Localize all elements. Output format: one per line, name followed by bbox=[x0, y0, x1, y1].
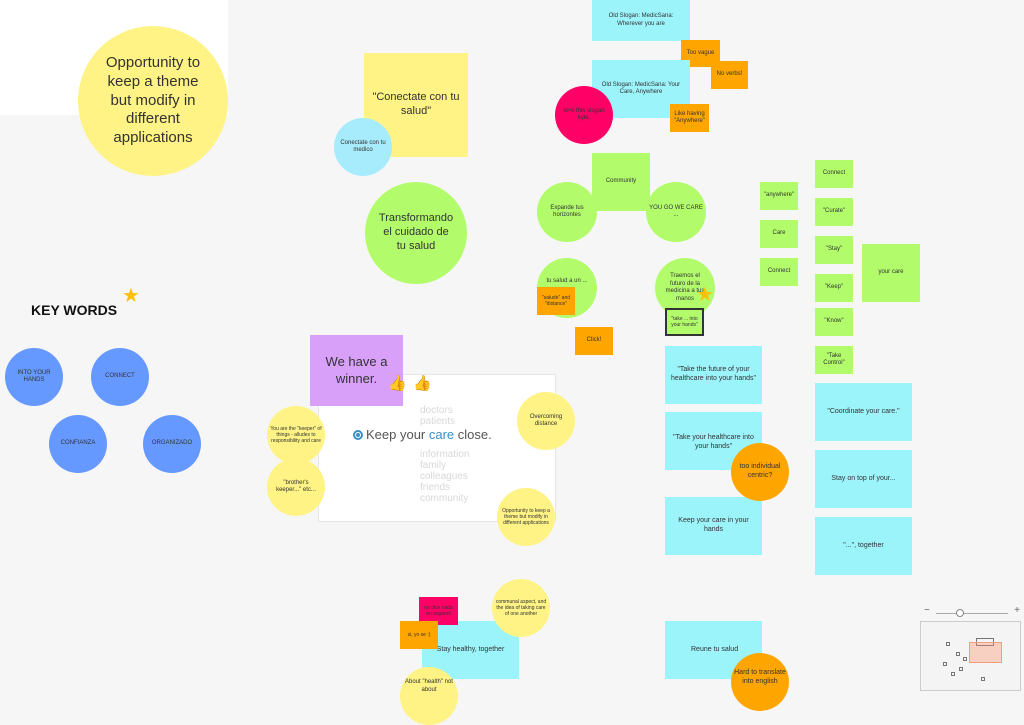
circle-note[interactable]: love this slogan kyle. bbox=[555, 86, 613, 144]
minimap[interactable] bbox=[920, 621, 1021, 691]
sticky-note[interactable]: Connect bbox=[760, 258, 798, 286]
word: family bbox=[420, 460, 447, 471]
sticky-note[interactable]: Care bbox=[760, 220, 798, 248]
circle-note[interactable]: Opportunity to keep a theme but modify i… bbox=[78, 26, 228, 176]
thumbs-up-icon: 👍 bbox=[413, 375, 432, 392]
word: community bbox=[420, 493, 469, 504]
word: information bbox=[420, 449, 470, 460]
key-words-heading: KEY WORDS bbox=[31, 302, 118, 318]
circle-note[interactable]: Opportunity to keep a theme but modify i… bbox=[497, 488, 555, 546]
keyword-circle[interactable]: INTO YOUR HANDS bbox=[5, 348, 63, 406]
circle-note[interactable]: too individual centric? bbox=[731, 443, 789, 501]
sticky-note[interactable]: Old Slogan: MedicSana: Wherever you are bbox=[592, 0, 690, 41]
sticky-note[interactable]: "Keep" bbox=[815, 274, 853, 302]
word: patients bbox=[420, 416, 456, 427]
zoom-out-button[interactable]: − bbox=[924, 605, 930, 616]
keyword-circle[interactable]: ORGANIZADO bbox=[143, 415, 201, 473]
sticky-note[interactable]: no dice nada en espanol bbox=[419, 597, 458, 625]
star-icon: ★ bbox=[696, 284, 714, 306]
sticky-note[interactable]: Stay on top of your... bbox=[815, 450, 912, 508]
word-list: doctors patients information family coll… bbox=[420, 405, 469, 504]
sticky-note[interactable]: "Curate" bbox=[815, 198, 853, 226]
slogan-text: Keep your care close. bbox=[353, 427, 492, 442]
sticky-note[interactable]: Like having "Anywhere" bbox=[670, 104, 709, 132]
word: colleagues bbox=[420, 471, 468, 482]
circle-note[interactable]: Expande tus horizontes bbox=[537, 182, 597, 242]
sticky-note[interactable]: "Coordinate your care." bbox=[815, 383, 912, 441]
word: friends bbox=[420, 482, 451, 493]
target-icon bbox=[353, 429, 363, 440]
thumbs-up-icon: 👍 bbox=[388, 375, 407, 392]
sticky-note[interactable]: Connect bbox=[815, 160, 853, 188]
zoom-slider-handle[interactable] bbox=[956, 609, 964, 617]
keyword-circle[interactable]: CONNECT bbox=[91, 348, 149, 406]
circle-note[interactable]: YOU GO WE CARE ... bbox=[646, 182, 706, 242]
circle-note[interactable]: Hard to translate into english bbox=[731, 653, 789, 711]
minimap-viewport[interactable] bbox=[969, 642, 1002, 663]
circle-note[interactable]: communal aspect, and the idea of taking … bbox=[492, 579, 550, 637]
keyword-circle[interactable]: CONFIANZA bbox=[49, 415, 107, 473]
sticky-note[interactable]: "Take the future of your healthcare into… bbox=[665, 346, 762, 404]
zoom-in-button[interactable]: + bbox=[1014, 605, 1020, 616]
sticky-note[interactable]: "...", together bbox=[815, 517, 912, 575]
sticky-note[interactable]: "Know" bbox=[815, 308, 853, 336]
circle-note[interactable]: About "health" not about bbox=[400, 667, 458, 725]
sticky-note[interactable]: "salude" and "distance" bbox=[537, 287, 575, 315]
sticky-note[interactable]: Click! bbox=[575, 327, 613, 355]
word: doctors bbox=[420, 405, 453, 416]
circle-note[interactable]: Transformando el cuidado de tu salud bbox=[365, 182, 467, 284]
circle-note[interactable]: "brother's keeper..." etc... bbox=[267, 458, 325, 516]
sticky-note[interactable]: No verbs! bbox=[711, 61, 748, 89]
star-icon: ★ bbox=[122, 285, 140, 307]
sticky-note[interactable]: si, yo se :) bbox=[400, 621, 438, 649]
circle-note[interactable]: Conectate con tu medico bbox=[334, 118, 392, 176]
sticky-note[interactable]: Community bbox=[592, 153, 650, 211]
circle-note[interactable]: Overcoming distance bbox=[517, 392, 575, 450]
zoom-slider[interactable]: − + bbox=[924, 605, 1020, 619]
sticky-note-selected[interactable]: "take ... into your hands" bbox=[665, 308, 704, 336]
sticky-note[interactable]: "Take Control" bbox=[815, 346, 853, 374]
sticky-note[interactable]: "anywhere" bbox=[760, 182, 798, 210]
sticky-note[interactable]: Keep your care in your hands bbox=[665, 497, 762, 555]
sticky-note[interactable]: "Stay" bbox=[815, 236, 853, 264]
sticky-note[interactable]: We have a winner. bbox=[310, 335, 403, 406]
circle-note[interactable]: You are the "keeper" of things - alludes… bbox=[267, 406, 325, 464]
sticky-note[interactable]: your care bbox=[862, 244, 920, 302]
